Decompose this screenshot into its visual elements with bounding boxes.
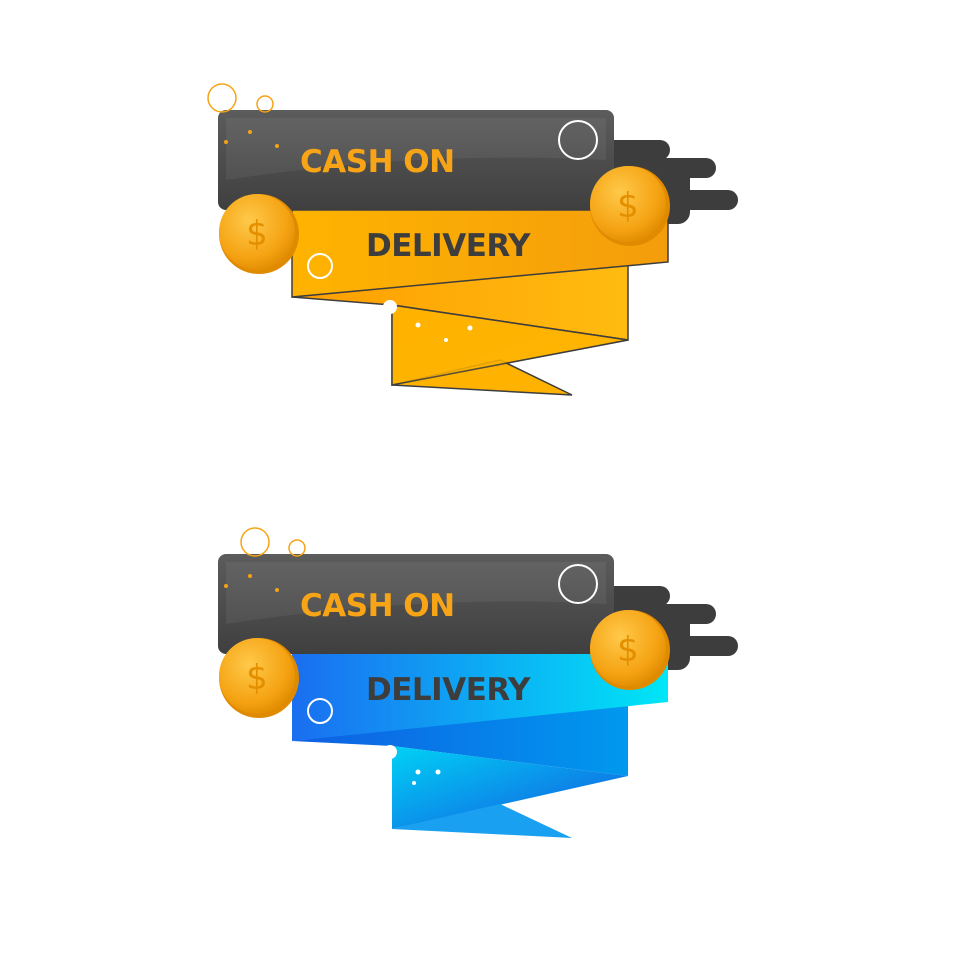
svg-text:$: $ — [246, 658, 268, 698]
badge-line-2: DELIVERY — [366, 672, 531, 708]
dark-bar — [218, 554, 614, 654]
svg-text:$: $ — [246, 214, 268, 254]
ribbon-folds — [291, 261, 629, 396]
badge-line-1: CASH ON — [300, 588, 455, 624]
decorative-bubbles — [207, 83, 598, 342]
badge-line-2: DELIVERY — [366, 228, 531, 264]
dark-bar — [218, 110, 614, 210]
badge-line-1: CASH ON — [300, 144, 455, 180]
svg-text:$: $ — [617, 630, 639, 670]
cash-on-delivery-badge-orange: $ $ CASH ON DELIVERY — [0, 0, 980, 450]
dollar-coin-icon: $ — [590, 166, 670, 246]
ribbon-band — [292, 654, 668, 741]
decorative-bubbles — [224, 527, 598, 785]
dollar-coin-icon: $ — [219, 638, 299, 718]
svg-text:$: $ — [617, 186, 639, 226]
cash-on-delivery-badge-blue: $ $ CASH ON DELIVERY — [0, 444, 980, 894]
dollar-coin-icon: $ — [590, 610, 670, 690]
ribbon-folds — [292, 702, 628, 838]
dollar-coin-icon: $ — [219, 194, 299, 274]
